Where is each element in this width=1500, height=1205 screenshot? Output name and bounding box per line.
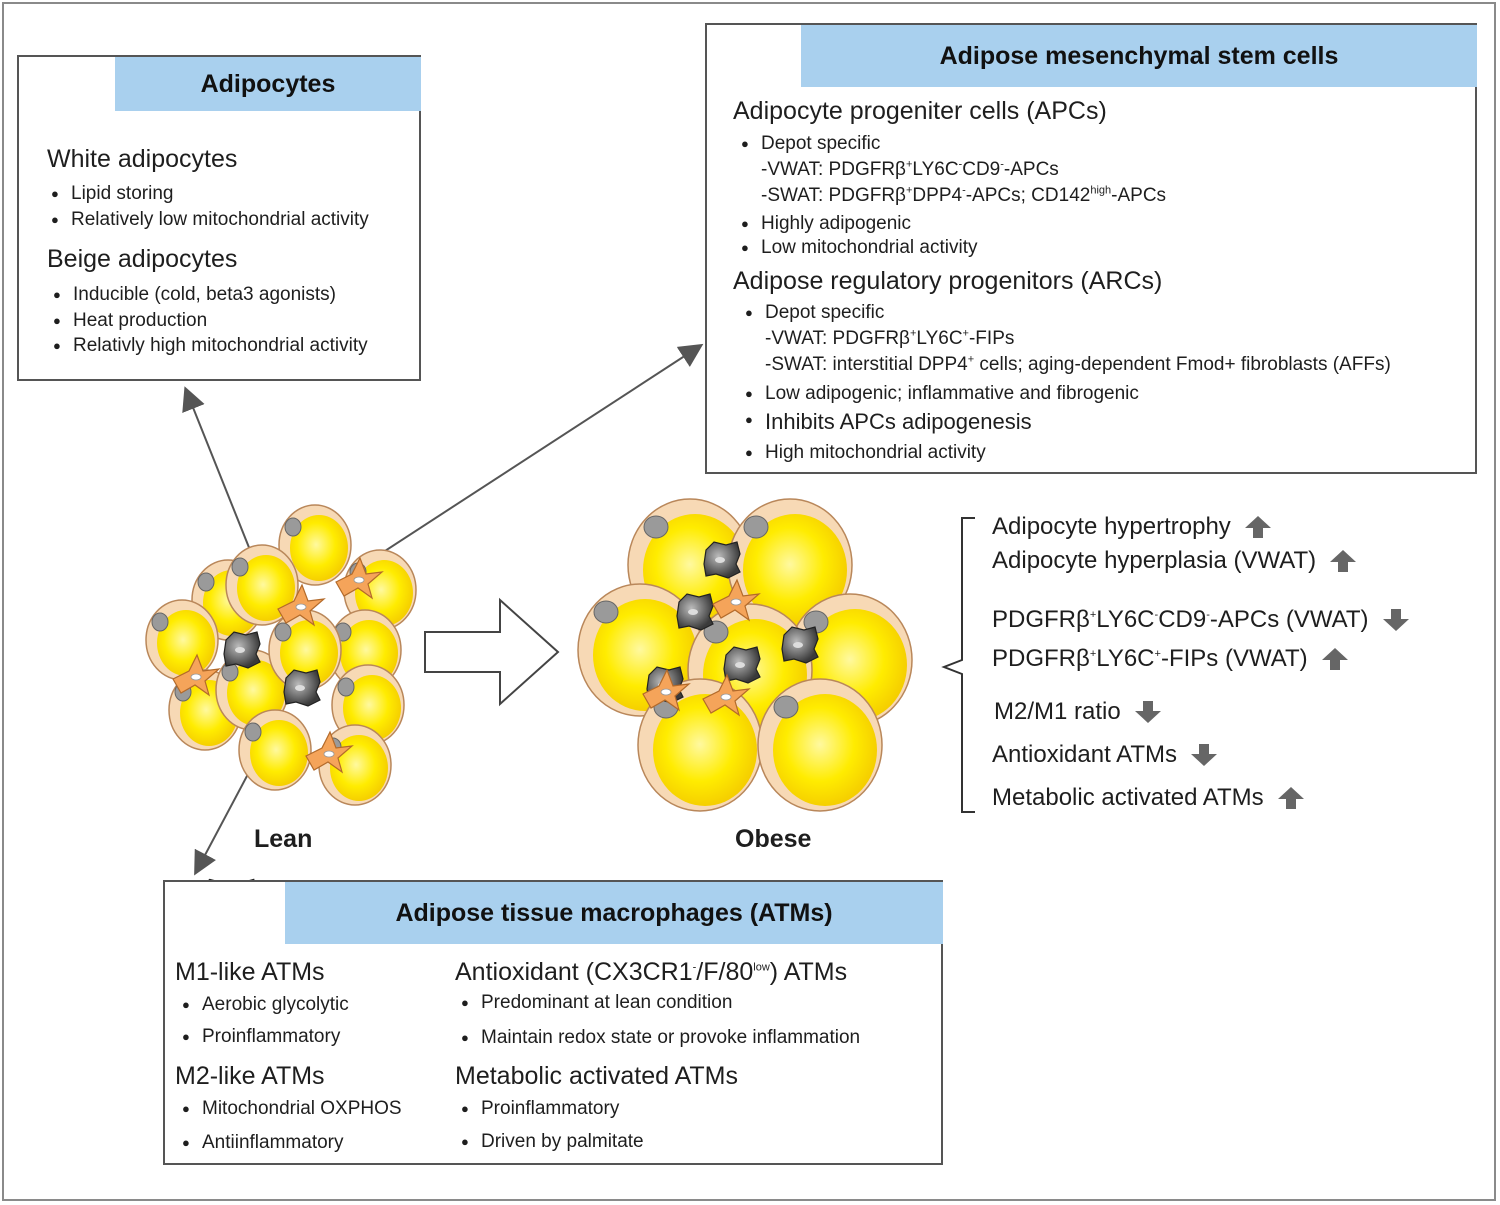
amsc-panel: Adipose mesenchymal stem cells Adipocyte… <box>705 23 1477 474</box>
white-adipocytes-heading: White adipocytes <box>47 145 238 173</box>
metabolic-heading: Metabolic activated ATMs <box>455 1062 738 1090</box>
apc-item: Highly adipogenic <box>741 213 911 235</box>
apc-vwat-line: -VWAT: PDGFRβ+LY6C-CD9--APCs <box>761 158 1059 180</box>
effect-item: PDGFRβ+LY6C-CD9--APCs (VWAT) <box>992 606 1411 634</box>
m1-item: Proinflammatory <box>182 1026 340 1048</box>
arc-item: Low adipogenic; inflammative and fibroge… <box>745 383 1139 405</box>
effect-item: Antioxidant ATMs <box>992 741 1219 769</box>
down-arrow-icon <box>1190 744 1217 766</box>
m2-heading: M2-like ATMs <box>175 1062 325 1090</box>
arc-item: High mitochondrial activity <box>745 442 986 464</box>
adipocytes-panel: Adipocytes White adipocytes Lipid storin… <box>17 55 421 381</box>
adipocytes-title: Adipocytes <box>115 57 421 111</box>
beige-item: Heat production <box>53 310 207 332</box>
effects-brace <box>941 517 975 813</box>
lean-to-obese-arrow <box>424 597 560 707</box>
antioxidant-item: Predominant at lean condition <box>461 992 732 1014</box>
atms-panel: Adipose tissue macrophages (ATMs) M1-lik… <box>163 880 943 1165</box>
effect-item: Adipocyte hyperplasia (VWAT) <box>992 547 1358 575</box>
up-arrow-icon <box>1244 516 1271 538</box>
effect-item: Adipocyte hypertrophy <box>992 513 1273 541</box>
m2-item: Mitochondrial OXPHOS <box>182 1098 402 1120</box>
arc-item: Inhibits APCs adipogenesis <box>745 409 1032 435</box>
atms-title: Adipose tissue macrophages (ATMs) <box>285 882 943 944</box>
up-arrow-icon <box>1277 787 1304 809</box>
obese-adipose-illustration <box>577 498 913 812</box>
metabolic-item: Driven by palmitate <box>461 1131 644 1153</box>
amsc-title: Adipose mesenchymal stem cells <box>801 25 1477 87</box>
effect-item: Metabolic activated ATMs <box>992 784 1306 812</box>
beige-item: Inducible (cold, beta3 agonists) <box>53 284 336 306</box>
up-arrow-icon <box>1321 648 1348 670</box>
apc-depot-item: Depot specific <box>741 133 880 155</box>
arrow-to-amsc <box>367 343 704 563</box>
beige-adipocytes-heading: Beige adipocytes <box>47 245 238 273</box>
arc-vwat-line: -VWAT: PDGFRβ+LY6C+-FIPs <box>765 327 1015 349</box>
obese-label: Obese <box>735 825 812 853</box>
metabolic-item: Proinflammatory <box>461 1098 619 1120</box>
m1-item: Aerobic glycolytic <box>182 994 349 1016</box>
m2-item: Antiinflammatory <box>182 1132 343 1154</box>
apc-heading: Adipocyte progeniter cells (APCs) <box>733 97 1107 125</box>
white-item: Lipid storing <box>51 183 174 205</box>
apc-swat-line: -SWAT: PDGFRβ+DPP4--APCs; CD142high-APCs <box>761 184 1167 206</box>
antioxidant-heading: Antioxidant (CX3CR1-/F/80low) ATMs <box>455 958 848 986</box>
up-arrow-icon <box>1330 550 1357 572</box>
arc-depot-item: Depot specific <box>745 302 884 324</box>
apc-item: Low mitochondrial activity <box>741 237 978 259</box>
arc-heading: Adipose regulatory progenitors (ARCs) <box>733 267 1163 295</box>
beige-item: Relativly high mitochondrial activity <box>53 335 368 357</box>
arc-swat-line: -SWAT: interstitial DPP4+ cells; aging-d… <box>765 353 1391 375</box>
lean-label: Lean <box>254 825 313 853</box>
down-arrow-icon <box>1382 609 1409 631</box>
m1-heading: M1-like ATMs <box>175 958 325 986</box>
down-arrow-icon <box>1134 701 1161 723</box>
antioxidant-item: Maintain redox state or provoke inflamma… <box>461 1027 860 1049</box>
effect-item: M2/M1 ratio <box>994 698 1163 726</box>
white-item: Relatively low mitochondrial activity <box>51 209 369 231</box>
lean-adipose-illustration <box>145 504 417 806</box>
arrow-to-adipocytes <box>182 386 253 556</box>
effect-item: PDGFRβ+LY6C+-FIPs (VWAT) <box>992 645 1350 673</box>
